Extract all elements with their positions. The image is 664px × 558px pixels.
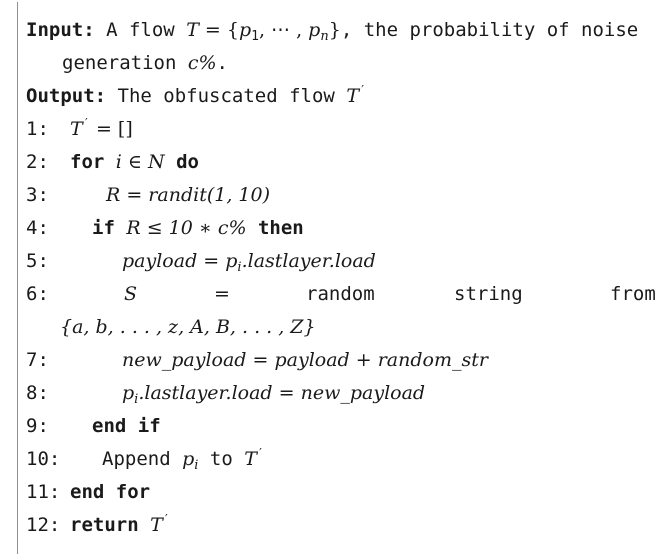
input-set-open: = { bbox=[198, 19, 239, 41]
line-5-lhs: payload = p bbox=[122, 250, 238, 272]
output-T-prime: ′ bbox=[359, 83, 367, 97]
line-number: 3: bbox=[26, 184, 49, 206]
input-text-2: , the probability of noise bbox=[340, 19, 639, 41]
line-number: 6: bbox=[26, 283, 49, 305]
line-8-sub: i bbox=[134, 392, 139, 407]
line-2-cond: i ∈ N bbox=[115, 151, 165, 173]
line-3-expr: R = randit(1, 10) bbox=[106, 184, 270, 206]
line-4-cond: R ≤ 10 ∗ c% bbox=[126, 217, 247, 239]
line-10: 10: Append pi to T′ bbox=[26, 446, 264, 472]
line-12-prime: ′ bbox=[162, 512, 171, 526]
line-9: 9: end if bbox=[26, 413, 161, 439]
output-label: Output: bbox=[26, 85, 107, 107]
left-rule bbox=[17, 2, 18, 554]
line-6-word-from: from bbox=[610, 283, 656, 305]
line-6-eq: = bbox=[214, 283, 230, 305]
input-line-continued: generation c%. bbox=[62, 50, 228, 76]
input-line: Input: A flow T = {p1, ⋯ , pn}, the prob… bbox=[26, 17, 638, 43]
output-line: Output: The obfuscated flow T′ bbox=[26, 83, 366, 109]
line-number: 4: bbox=[26, 217, 49, 239]
keyword-end-if: end if bbox=[92, 415, 161, 437]
keyword-for: for bbox=[70, 151, 105, 173]
input-text: A flow bbox=[106, 19, 175, 41]
line-1-prime: ′ bbox=[82, 116, 90, 130]
line-8-rhs: .lastlayer.load = new_payload bbox=[138, 382, 426, 404]
line-10-prime: ′ bbox=[256, 446, 265, 460]
keyword-then: then bbox=[257, 217, 304, 239]
input-p1-sub: 1 bbox=[251, 29, 259, 44]
input-dots: , ⋯ , bbox=[258, 19, 309, 41]
input-label: Input: bbox=[26, 19, 95, 41]
output-text: The obfuscated flow bbox=[117, 85, 335, 107]
input-period: . bbox=[216, 52, 228, 74]
line-10-to: to bbox=[209, 448, 233, 470]
input-p1: p bbox=[238, 19, 252, 41]
input-text-3: generation bbox=[62, 52, 177, 74]
line-number: 1: bbox=[26, 118, 49, 140]
line-4: 4: if R ≤ 10 ∗ c% then bbox=[26, 215, 304, 241]
line-12: 12: return T′ bbox=[26, 512, 170, 538]
line-number: 5: bbox=[26, 250, 49, 272]
line-number: 12: bbox=[26, 514, 61, 536]
keyword-if: if bbox=[92, 217, 115, 239]
line-10-append: Append bbox=[102, 448, 171, 470]
line-10-T: T bbox=[244, 448, 257, 470]
line-1: 1: T′ = [] bbox=[26, 116, 133, 142]
keyword-end-for: end for bbox=[70, 481, 151, 503]
line-1-T: T bbox=[70, 118, 83, 140]
keyword-do: do bbox=[176, 151, 199, 173]
line-6-S: S bbox=[124, 283, 138, 305]
line-number: 8: bbox=[26, 382, 49, 404]
line-6-continued: {a, b, . . . , z, A, B, . . . , Z} bbox=[60, 314, 316, 340]
input-set-close: } bbox=[328, 19, 341, 41]
input-pn-sub: n bbox=[320, 29, 329, 44]
line-6-word-random: random bbox=[306, 283, 375, 305]
line-10-p: p bbox=[182, 448, 195, 470]
line-2: 2: for i ∈ N do bbox=[26, 149, 199, 175]
keyword-return: return bbox=[70, 514, 139, 536]
line-number: 2: bbox=[26, 151, 49, 173]
input-pn: p bbox=[308, 19, 321, 41]
line-number: 10: bbox=[26, 448, 61, 470]
input-T: T bbox=[186, 19, 199, 41]
output-T: T bbox=[346, 85, 360, 107]
line-1-rest: = [] bbox=[89, 118, 133, 140]
line-12-T: T bbox=[150, 514, 163, 536]
line-6-set: {a, b, . . . , z, A, B, . . . , Z} bbox=[60, 316, 316, 338]
line-5-sub: i bbox=[237, 260, 242, 275]
line-5-rhs: .lastlayer.load bbox=[241, 250, 376, 272]
line-10-sub: i bbox=[194, 458, 199, 473]
line-3: 3: R = randit(1, 10) bbox=[26, 182, 270, 208]
line-number: 11: bbox=[26, 481, 61, 503]
line-11: 11: end for bbox=[26, 479, 150, 505]
input-c: c% bbox=[187, 52, 217, 74]
line-number: 7: bbox=[26, 349, 49, 371]
line-5: 5: payload = pi.lastlayer.load bbox=[26, 248, 376, 274]
line-7-expr: new_payload = payload + random_str bbox=[122, 349, 488, 371]
line-7: 7: new_payload = payload + random_str bbox=[26, 347, 488, 373]
line-8-lhs: p bbox=[122, 382, 135, 404]
line-6-word-string: string bbox=[454, 283, 523, 305]
line-number: 9: bbox=[26, 415, 49, 437]
line-8: 8: pi.lastlayer.load = new_payload bbox=[26, 380, 425, 406]
